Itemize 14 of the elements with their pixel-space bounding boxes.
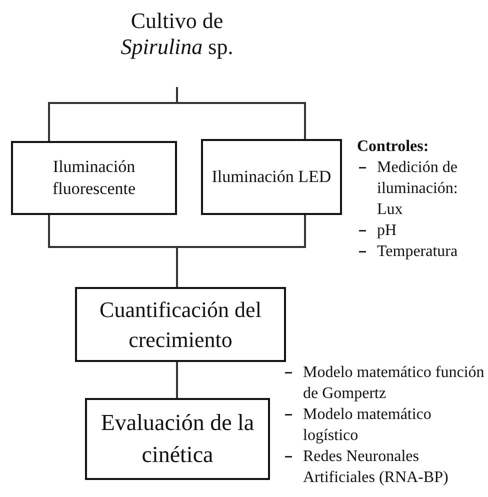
connector-line xyxy=(176,362,178,398)
process-box: Evaluación de la cinética xyxy=(85,398,270,480)
list-item: pH xyxy=(377,221,398,241)
title-text: Cultivo de Spirulina sp. xyxy=(120,8,234,60)
process-box: Iluminación fluorescente xyxy=(11,141,177,215)
list-item: Temperatura xyxy=(377,242,459,262)
list-item: Redes Neuronales Artificiales (RNA-BP) xyxy=(303,447,450,488)
connector-line xyxy=(176,215,306,287)
list-heading: Controles: xyxy=(357,137,430,157)
list-item: Modelo matemático logístico xyxy=(303,405,432,446)
connector-line xyxy=(176,87,306,139)
process-box: Iluminación LED xyxy=(201,139,342,215)
list-item: Modelo matemático función de Gompertz xyxy=(303,363,486,404)
process-box: Cuantificación del crecimiento xyxy=(75,287,286,362)
